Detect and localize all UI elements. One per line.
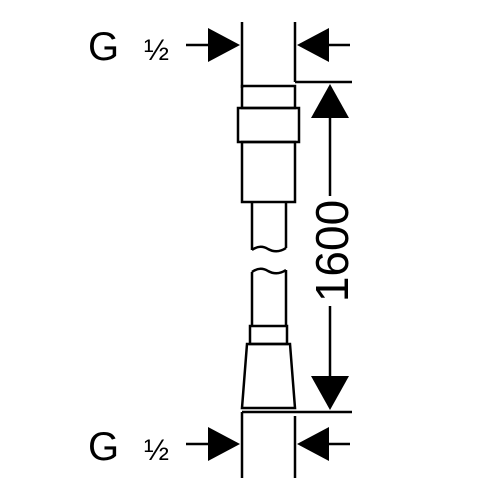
length-arrow-up <box>311 84 349 118</box>
top-sleeve <box>240 140 297 204</box>
bottom-cone <box>240 342 297 410</box>
top-nut <box>240 84 297 110</box>
hose-upper-section <box>250 202 288 253</box>
top-thread-size: ½ <box>144 34 169 67</box>
length-dimension-label: 1600 <box>306 200 358 302</box>
top-collar <box>236 106 301 144</box>
bottom-thread-size: ½ <box>144 434 169 467</box>
bottom-thread-letter: G <box>88 425 119 469</box>
bottom-arrow-right <box>208 427 240 461</box>
top-arrow-right <box>208 28 240 62</box>
hose-lower-section <box>250 267 288 326</box>
top-thread-letter: G <box>88 25 119 69</box>
bottom-arrow-left <box>297 427 329 461</box>
length-arrow-down <box>311 376 349 410</box>
top-arrow-left <box>297 28 329 62</box>
bottom-ferrule <box>248 324 289 346</box>
